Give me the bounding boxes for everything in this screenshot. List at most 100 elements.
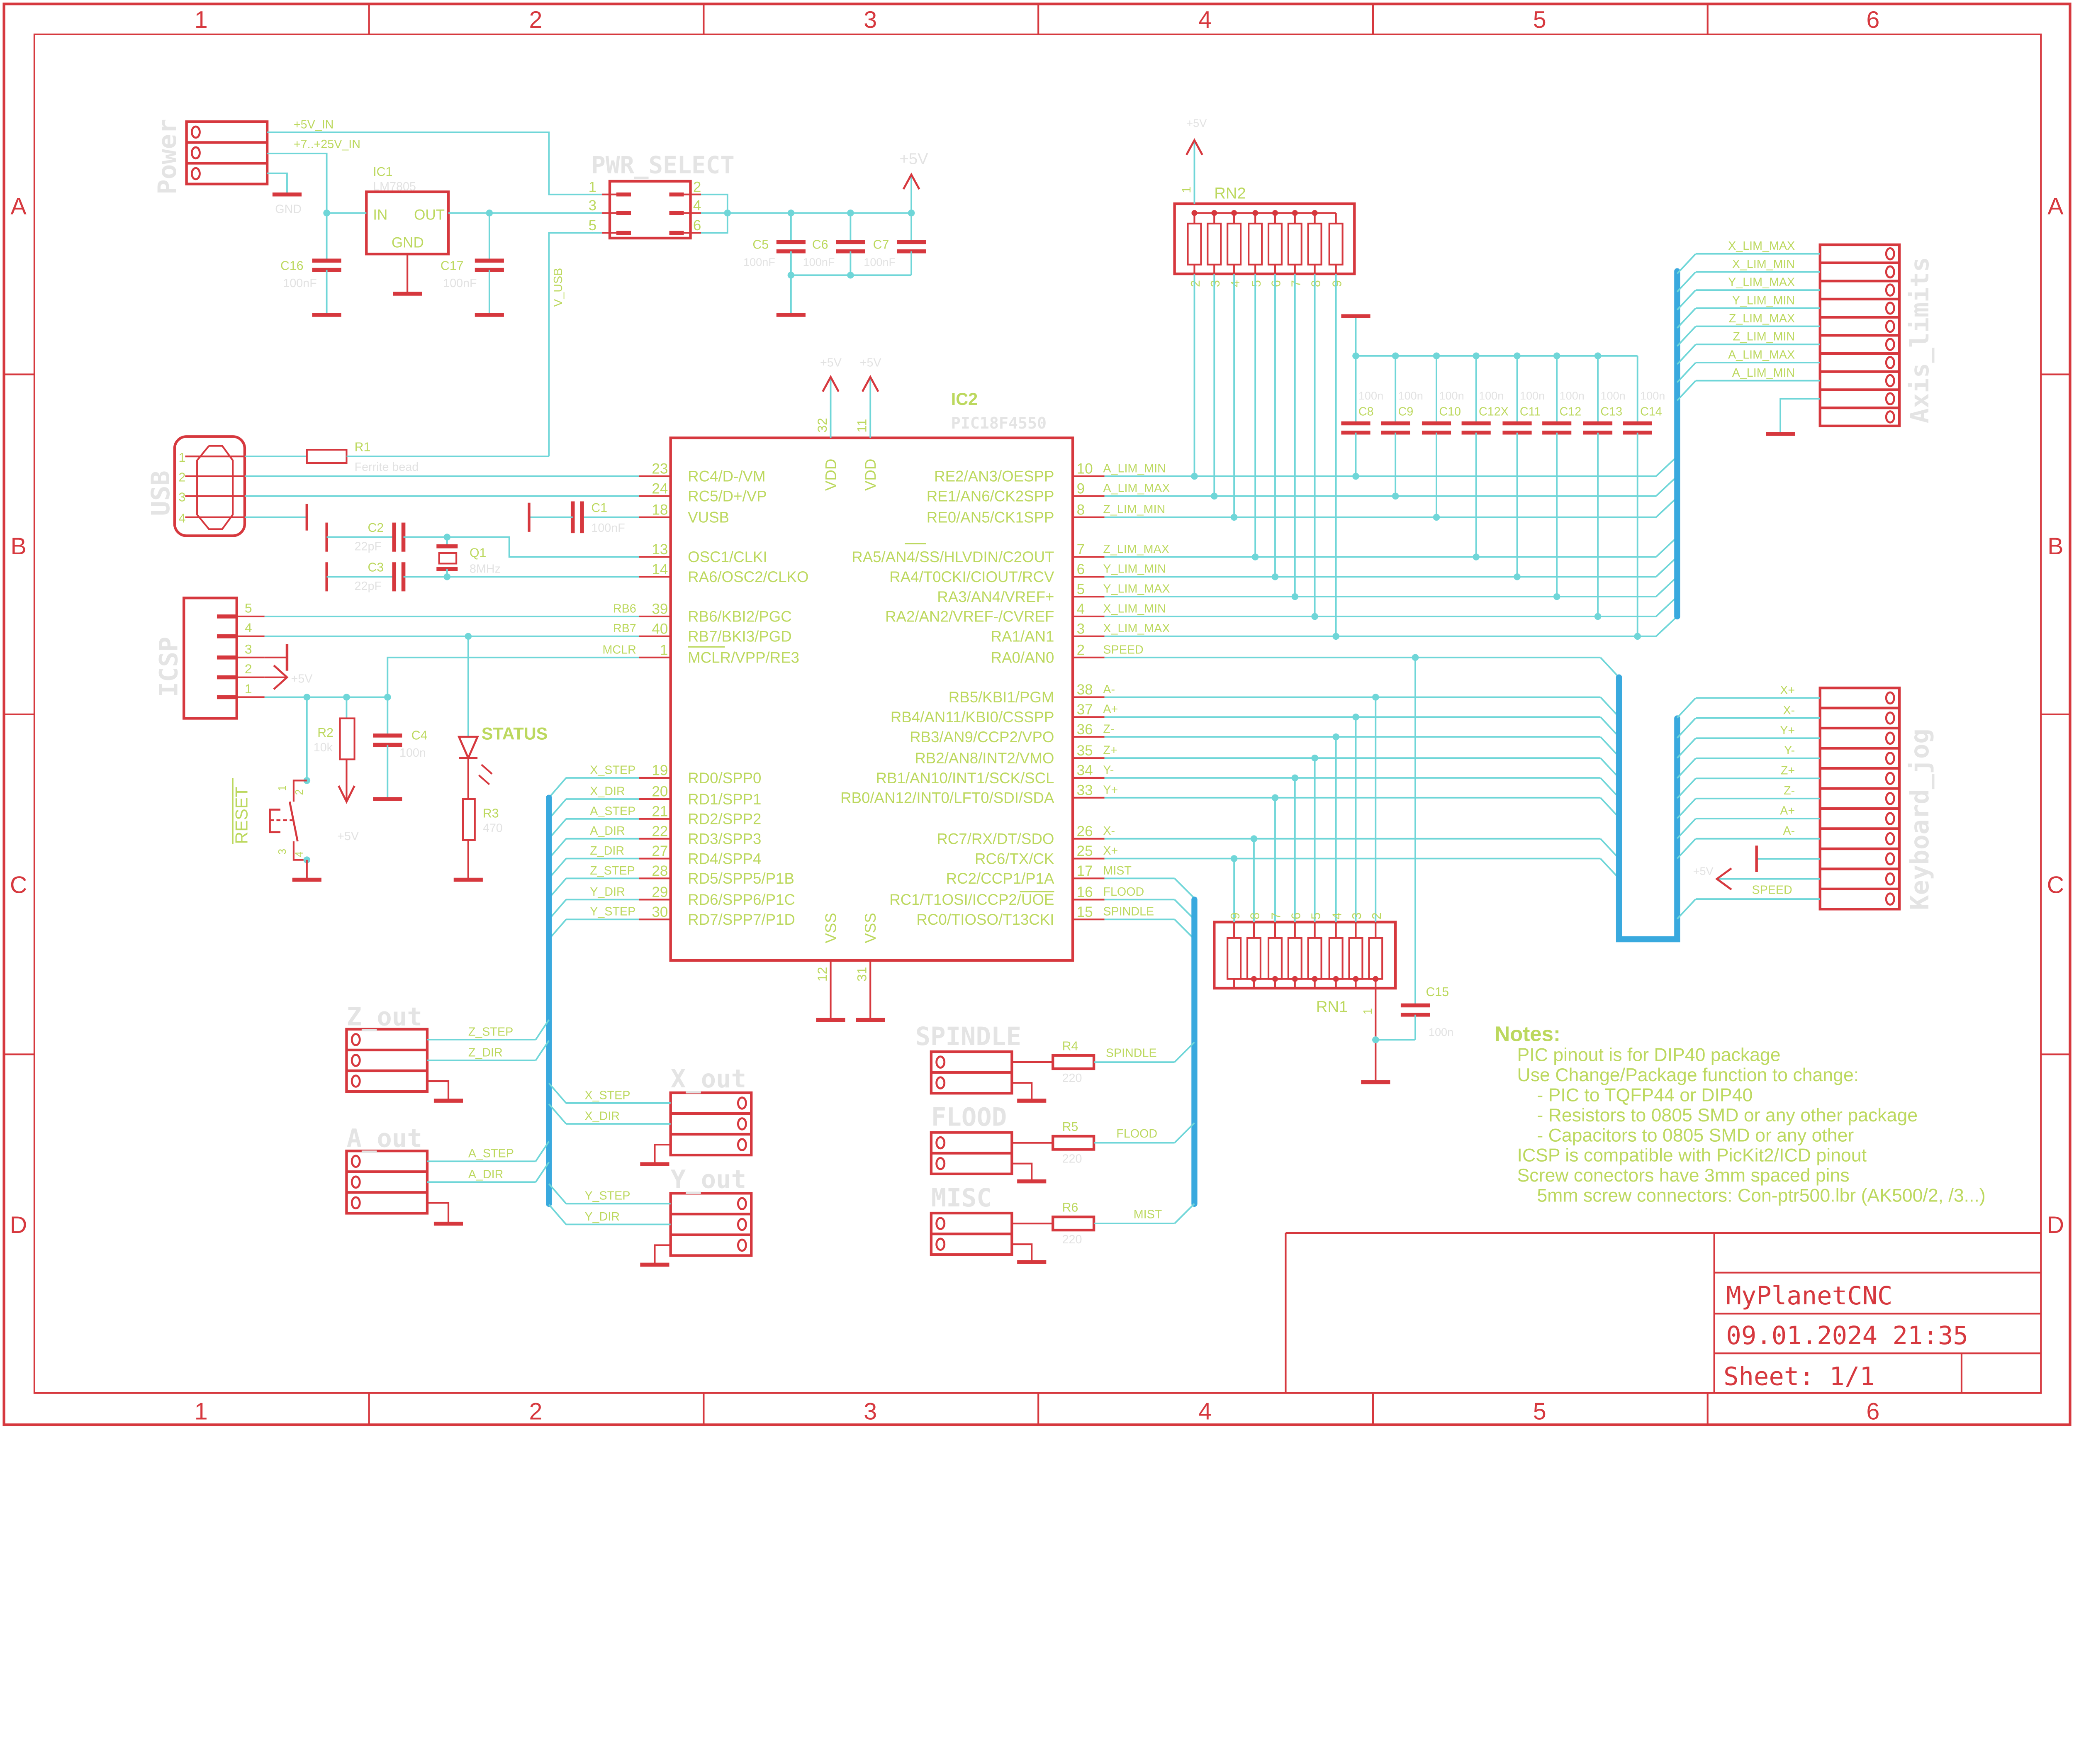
resistor-element: [1368, 937, 1383, 980]
resistor-ref: R4: [1062, 1039, 1078, 1053]
screw-terminal-icon: [935, 1136, 946, 1150]
wire: [1012, 1243, 1033, 1262]
pin-number: 23: [652, 461, 668, 477]
pin-name: RA0/AN0: [991, 649, 1054, 666]
net-label: MCLR: [603, 643, 636, 656]
pin-number: 4: [1077, 601, 1085, 617]
power-connector: [185, 120, 269, 185]
notes-line: - PIC to TQFP44 or DIP40: [1537, 1085, 1753, 1105]
wire: [1676, 344, 1697, 365]
wire: [548, 232, 602, 457]
pin-number: 29: [652, 884, 668, 900]
screw-terminal-icon: [1885, 283, 1895, 297]
screw-terminal-icon: [1885, 410, 1895, 424]
ic1-ref: IC1: [373, 165, 392, 179]
pin-number: 5: [1077, 581, 1085, 597]
net-label: MIST: [1103, 864, 1132, 877]
wire: [1676, 798, 1697, 819]
wire: [535, 1040, 550, 1061]
net-label-vin: +7..+25V_IN: [294, 138, 360, 151]
screw-terminal-icon: [1885, 356, 1895, 369]
wire: [548, 1103, 567, 1125]
pin-number: 16: [1077, 884, 1093, 900]
net-label: Z+: [1781, 764, 1795, 777]
junction-dot: [1514, 573, 1521, 580]
net-label: X_DIR: [590, 785, 625, 798]
pin-name: VDD: [862, 459, 879, 491]
screw-terminal-icon: [1885, 374, 1895, 387]
capacitor-value: 100n: [399, 746, 426, 760]
crystal-ref: Q1: [470, 546, 486, 560]
capacitor-value: 100n: [1479, 389, 1504, 402]
wire: [1174, 899, 1195, 920]
net-label: X-: [1783, 704, 1795, 717]
pin-number: 25: [1077, 843, 1093, 859]
screw-terminal-icon: [1885, 319, 1895, 333]
ic2-pic18f4550: [669, 436, 1074, 962]
pin-name: RA3/AN4/VREF+: [937, 588, 1054, 605]
gnd-label: GND: [275, 202, 302, 216]
screw-terminal-icon: [1885, 265, 1895, 279]
net-label: Z-: [1784, 784, 1795, 797]
junction-dot: [847, 271, 854, 279]
wire: [1655, 536, 1678, 558]
wire: [1676, 838, 1697, 859]
pin-number: 4: [178, 512, 185, 526]
wire: [1676, 380, 1697, 401]
pin-number: 3: [245, 641, 252, 656]
pin-number: 3: [1209, 280, 1222, 287]
usb-connector-name: USB: [146, 470, 175, 516]
wire: [1600, 697, 1620, 718]
row-label: C: [2047, 872, 2064, 898]
pin-number: 2: [245, 661, 252, 676]
wire: [1600, 757, 1620, 779]
ic1-value: LM7805: [373, 180, 416, 193]
led-status-label: STATUS: [482, 724, 548, 743]
pin-name: RE0/AN5/CK1SPP: [927, 509, 1054, 526]
net-label: A_DIR: [468, 1168, 504, 1181]
rn1-resistor-network: [1213, 921, 1397, 990]
capacitor-ref: C7: [873, 238, 889, 251]
wire: [1655, 475, 1678, 497]
supply-label-5v: +5V: [1693, 865, 1714, 877]
resistor-element: [1307, 222, 1322, 266]
capacitor-ref: C14: [1640, 405, 1662, 418]
capacitor-ref: C13: [1600, 405, 1622, 418]
row-label: B: [2047, 533, 2063, 560]
pin-name: RA1/AN1: [991, 628, 1054, 645]
wire: [1655, 576, 1678, 597]
net-label: Z-: [1103, 723, 1114, 736]
pin-name: RC4/D-/VM: [688, 468, 765, 485]
net-label: X_LIM_MIN: [1103, 602, 1166, 615]
junction-dot: [1311, 754, 1318, 762]
wire: [1655, 497, 1678, 518]
capacitor-ref: C12: [1560, 405, 1582, 418]
pin-name: RB1/AN10/INT1/SCK/SCL: [876, 770, 1054, 787]
junction-dot: [787, 210, 795, 217]
pin-dot: [1353, 976, 1359, 982]
net-label: A_LIM_MIN: [1103, 462, 1166, 475]
pin-number: 6: [1270, 280, 1283, 287]
capacitor-value: 100nF: [283, 277, 316, 290]
capacitor-value: 22pF: [355, 580, 382, 593]
screw-terminal-icon: [935, 1157, 946, 1170]
pin-number: 5: [245, 600, 252, 615]
pin-name: RE1/AN6/CK2SPP: [927, 488, 1054, 505]
pin-number: 7: [1077, 541, 1085, 558]
pin-dot: [1373, 976, 1379, 982]
pin-name: MCLR/VPP/RE3: [688, 649, 799, 666]
supply-arrow-icon: [822, 375, 840, 392]
column-label: 5: [1533, 7, 1546, 33]
wire: [1676, 307, 1697, 329]
column-label: 1: [195, 7, 208, 33]
pin-number: 20: [652, 784, 668, 800]
pin-name: RC5/D+/VP: [688, 488, 767, 505]
pin-number: 6: [693, 217, 701, 234]
capacitor-value: 100nF: [864, 256, 896, 268]
wire: [548, 777, 567, 799]
screw-terminal-icon: [737, 1138, 747, 1151]
junction-dot: [1332, 633, 1339, 640]
pin-number: 38: [1077, 682, 1093, 698]
screw-terminal-icon: [1885, 792, 1895, 805]
wire: [1600, 858, 1620, 879]
